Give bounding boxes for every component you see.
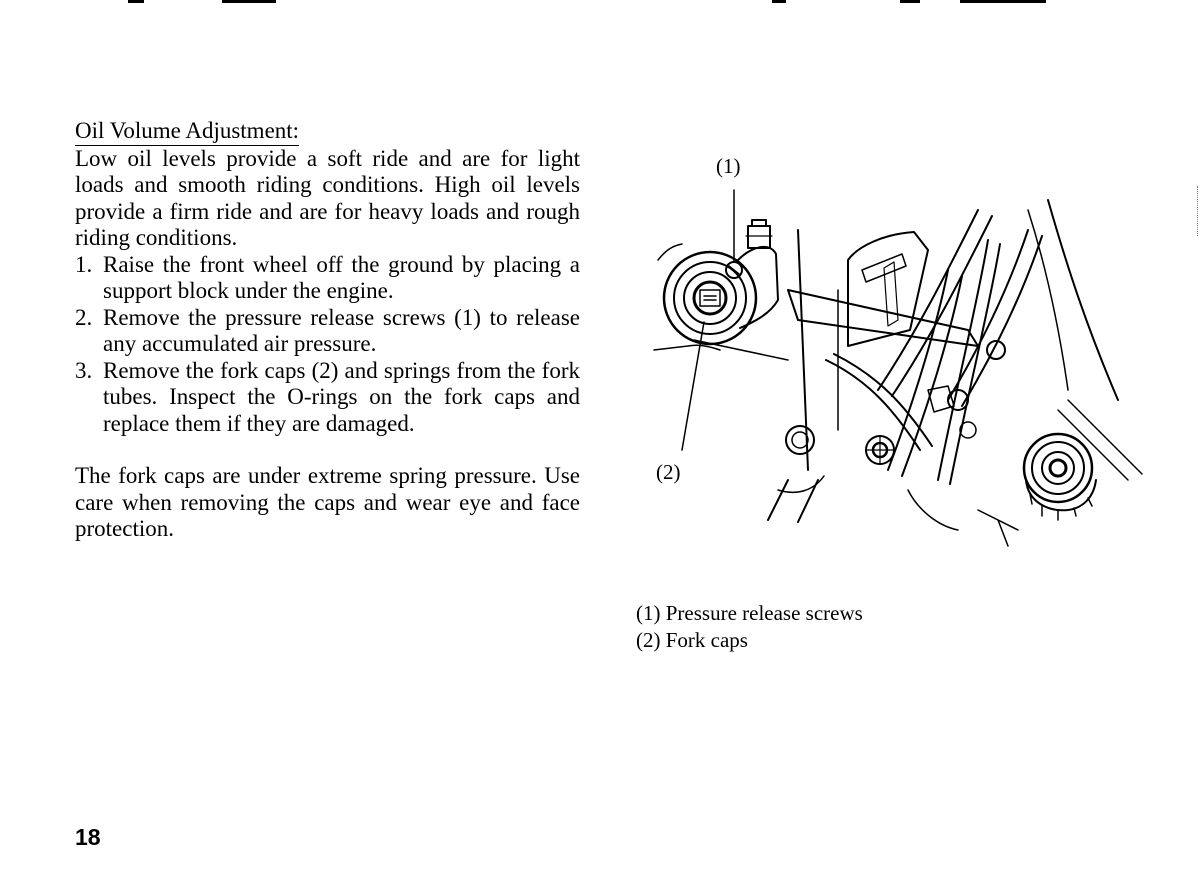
figure-legend: (1) Pressure release screws (2) Fork cap… xyxy=(636,600,863,654)
step-number: 1. xyxy=(75,251,93,277)
fork-illustration: (1) (2) xyxy=(648,150,1178,550)
legend-item: (2) Fork caps xyxy=(636,628,748,652)
top-edge-mark xyxy=(222,0,276,3)
steps-list: 1. Raise the front wheel off the ground … xyxy=(75,252,580,438)
step-item: 1. Raise the front wheel off the ground … xyxy=(75,252,580,305)
step-text: Raise the front wheel off the ground by … xyxy=(103,251,580,304)
top-edge-mark xyxy=(772,0,786,3)
step-item: 2. Remove the pressure release screws (1… xyxy=(75,305,580,358)
step-text: Remove the pressure release screws (1) t… xyxy=(103,304,580,357)
section-heading: Oil Volume Adjustment: xyxy=(75,118,300,146)
step-text: Remove the fork caps (2) and springs fro… xyxy=(103,357,580,436)
intro-paragraph: Low oil levels provide a soft ride and a… xyxy=(75,145,580,251)
top-edge-mark xyxy=(960,0,1046,3)
page-number: 18 xyxy=(75,824,101,850)
fork-drawing xyxy=(653,189,1143,547)
top-edge-mark xyxy=(128,0,144,3)
step-number: 3. xyxy=(75,357,93,383)
step-number: 2. xyxy=(75,304,93,330)
text-column: Oil Volume Adjustment: Low oil levels pr… xyxy=(75,118,580,543)
callout-2-label: (2) xyxy=(656,460,681,484)
step-item: 3. Remove the fork caps (2) and springs … xyxy=(75,358,580,438)
right-edge-mark xyxy=(1194,186,1198,236)
legend-item: (1) Pressure release screws xyxy=(636,601,863,625)
warning-paragraph: The fork caps are under extreme spring p… xyxy=(75,463,580,541)
top-edge-mark xyxy=(900,0,920,3)
callout-1-label: (1) xyxy=(716,154,741,178)
